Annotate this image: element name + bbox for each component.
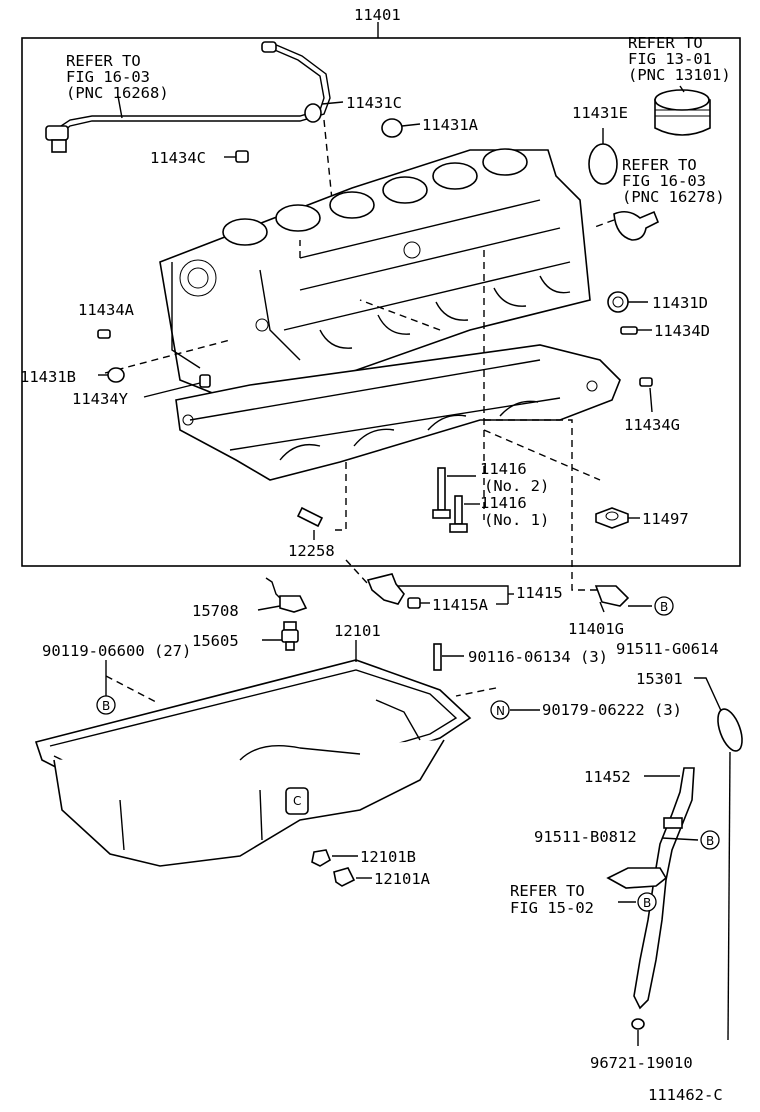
svg-text:N: N [496,704,505,718]
ref-marker-b-1: B [654,596,674,616]
cylinder-block[interactable] [159,148,591,401]
label-11434g[interactable]: 11434G [624,416,680,434]
label-91511-g0614[interactable]: 91511-G0614 [616,640,719,658]
oil-pan-12101[interactable] [34,659,472,867]
label-90119[interactable]: 90119-06600 (27) [42,642,191,660]
bolt-11416-no1[interactable] [449,495,480,533]
refer-fig-13-01: REFER TO FIG 13-01 (PNC 13101) [628,34,731,84]
svg-text:FIG 16-03: FIG 16-03 [66,68,150,86]
piston-icon [654,85,711,136]
label-11416-no2[interactable]: 11416 [480,460,527,478]
label-12101a[interactable]: 12101A [374,870,431,888]
plug-11431d[interactable] [607,291,648,313]
ref-marker-b-4: B [637,892,657,912]
label-11401g[interactable]: 11401G [568,620,624,638]
ref-marker-b-2: B [96,695,116,715]
svg-text:B: B [643,896,651,910]
pin-11434c[interactable] [224,150,249,163]
plug-11431a[interactable] [381,118,421,138]
label-90179[interactable]: 90179-06222 (3) [542,701,682,719]
label-90116[interactable]: 90116-06134 (3) [468,648,608,666]
pin-12258[interactable] [296,506,324,540]
assembly-number[interactable]: 11401 [354,6,401,24]
label-11416-no1[interactable]: 11416 [480,494,527,512]
pin-11434y[interactable] [143,374,211,398]
svg-text:(PNC 16278): (PNC 16278) [622,188,725,206]
label-11434a[interactable]: 11434A [78,301,135,319]
pin-11434d[interactable] [620,326,652,335]
label-11416-no1-sub: (No. 1) [484,511,549,529]
svg-text:(PNC 13101): (PNC 13101) [628,66,731,84]
label-12101[interactable]: 12101 [334,622,381,640]
svg-text:FIG 16-03: FIG 16-03 [622,172,706,190]
drain-plug-marker: C [293,794,301,808]
label-96721[interactable]: 96721-19010 [590,1054,693,1072]
bolt-11416-no2[interactable] [432,467,476,519]
label-11415a[interactable]: 11415A [432,596,489,614]
oil-pipe-16268[interactable] [45,41,331,153]
drain-cock-11401g[interactable] [594,585,652,613]
label-11434d[interactable]: 11434D [654,322,710,340]
valve-15605[interactable] [262,621,299,651]
refer-fig-16-03-b: REFER TO FIG 16-03 (PNC 16278) [622,156,725,206]
ref-marker-b-3: B [700,830,720,850]
label-15605[interactable]: 15605 [192,632,239,650]
refer-fig-15-02: REFER TO FIG 15-02 [510,882,594,917]
label-15708[interactable]: 15708 [192,602,239,620]
svg-text:B: B [102,699,110,713]
plug-11431b[interactable] [98,367,125,383]
stud-90116[interactable] [433,643,464,671]
union-16278[interactable] [591,210,660,241]
label-15301[interactable]: 15301 [636,670,683,688]
ref-marker-n: N [490,700,510,720]
svg-text:B: B [706,834,714,848]
assembly-frame [21,37,741,567]
figure-id: 111462-C [648,1086,723,1104]
svg-text:FIG 13-01: FIG 13-01 [628,50,712,68]
label-11431e[interactable]: 11431E [572,104,628,122]
sensor-15708[interactable] [257,577,308,613]
union-11415[interactable] [345,559,514,609]
svg-text:(PNC 16268): (PNC 16268) [66,84,169,102]
refer-fig-16-03-a: REFER TO FIG 16-03 (PNC 16268) [66,52,169,102]
pin-11434g[interactable] [639,377,653,413]
gasket-12101b[interactable] [311,849,358,867]
svg-text:REFER TO: REFER TO [622,156,697,174]
label-11431a[interactable]: 11431A [422,116,479,134]
plug-11431c[interactable] [304,101,344,201]
drain-plug-12101a[interactable] [333,867,372,887]
svg-text:REFER TO: REFER TO [628,34,703,52]
o-ring-96721[interactable] [631,1018,645,1046]
label-91511-b0812[interactable]: 91511-B0812 [534,828,637,846]
label-12258[interactable]: 12258 [288,542,335,560]
svg-text:FIG 15-02: FIG 15-02 [510,899,594,917]
dipstick-guide-11452[interactable] [606,767,695,1010]
pin-11434a[interactable] [97,329,111,339]
label-11431d[interactable]: 11431D [652,294,708,312]
svg-text:REFER TO: REFER TO [510,882,585,900]
label-12101b[interactable]: 12101B [360,848,416,866]
label-11434y[interactable]: 11434Y [72,390,129,408]
plug-11431e[interactable] [588,128,618,185]
plug-11497[interactable] [595,507,640,529]
label-11452[interactable]: 11452 [584,768,631,786]
svg-text:B: B [660,600,668,614]
label-11497[interactable]: 11497 [642,510,689,528]
label-11416-no2-sub: (No. 2) [484,477,549,495]
dipstick-15301[interactable] [694,677,747,1041]
svg-text:REFER TO: REFER TO [66,52,141,70]
label-11434c[interactable]: 11434C [150,149,206,167]
label-11431b[interactable]: 11431B [20,368,76,386]
label-11431c[interactable]: 11431C [346,94,402,112]
label-11415[interactable]: 11415 [516,584,563,602]
